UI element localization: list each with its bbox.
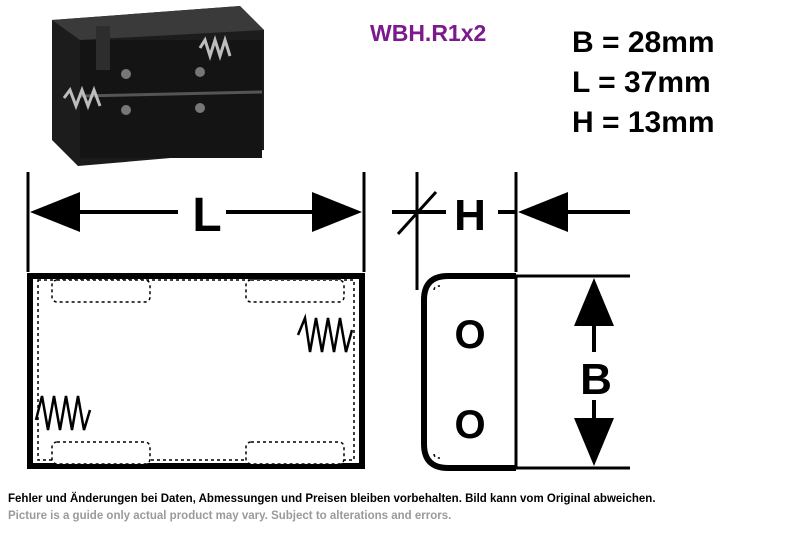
spring-left — [34, 395, 92, 431]
label-b: B — [580, 355, 612, 404]
label-l: L — [192, 189, 221, 242]
front-view — [27, 273, 365, 469]
dimension-l-text: L = 37mm — [572, 66, 711, 99]
dimension-b-text: B = 28mm — [572, 26, 715, 59]
dimension-h — [392, 172, 630, 290]
disclaimer-english: Picture is a guide only actual product m… — [8, 510, 452, 522]
dimension-l — [26, 172, 366, 272]
disclaimer-german: Fehler und Änderungen bei Daten, Abmessu… — [8, 493, 656, 505]
dimension-h-text: H = 13mm — [572, 106, 715, 139]
label-h: H — [454, 191, 486, 240]
mounting-hole-bottom: O — [454, 403, 485, 447]
dimension-b — [574, 278, 614, 466]
model-number: WBH.R1x2 — [370, 20, 487, 46]
product-photo — [52, 6, 264, 166]
side-view — [421, 273, 630, 471]
spring-right — [296, 313, 354, 353]
mounting-hole-top: O — [454, 313, 485, 357]
